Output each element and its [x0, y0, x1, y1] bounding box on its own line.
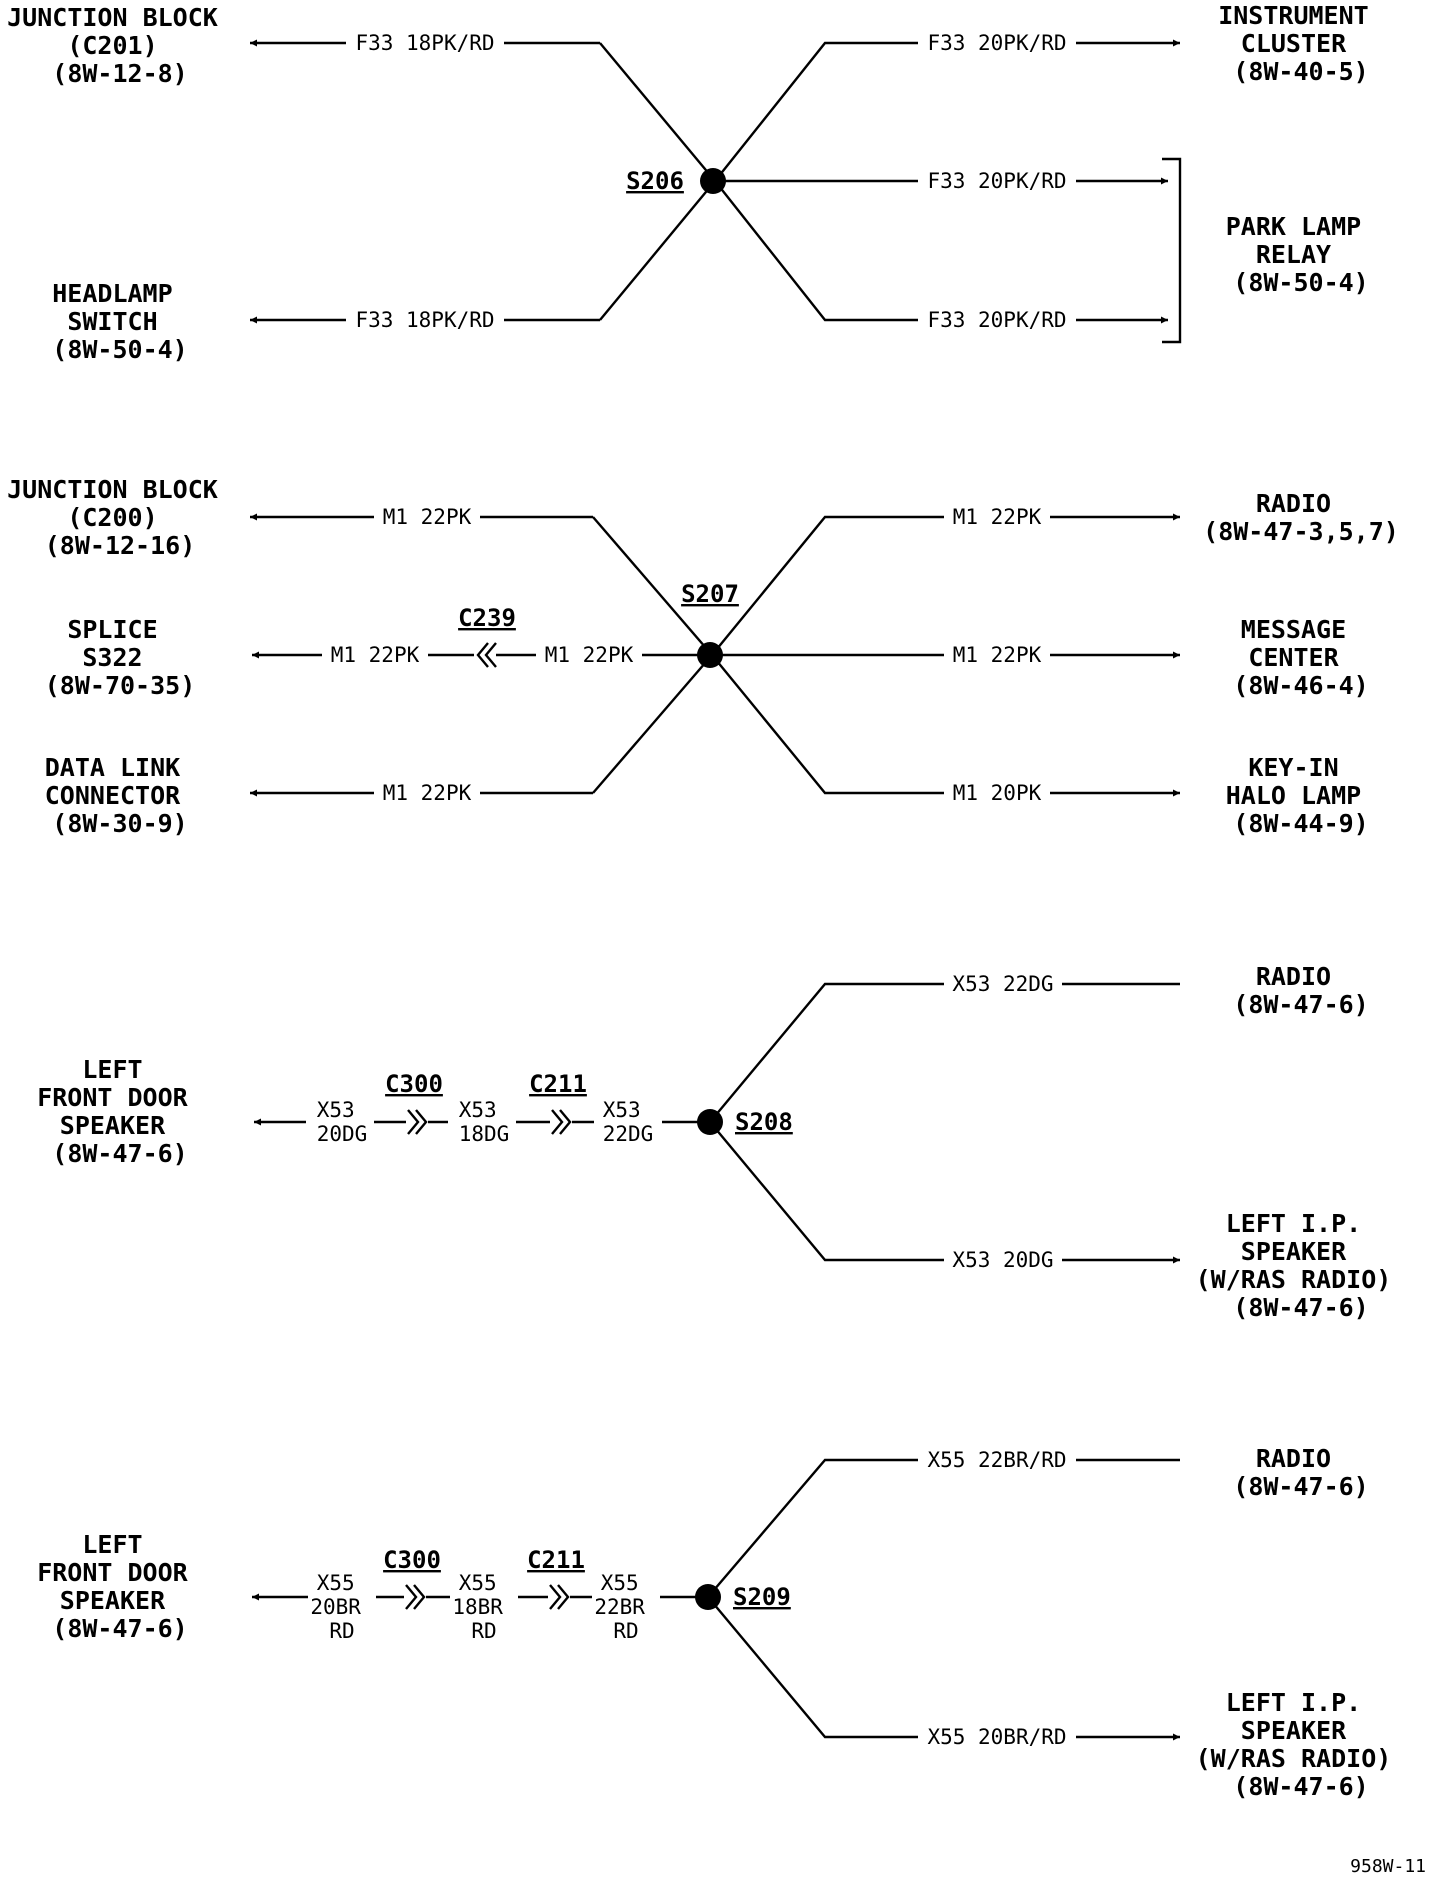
- wire-label: X53 20DG: [317, 1098, 368, 1146]
- wire-to-park-lamp-relay-2: [714, 180, 1168, 324]
- headlamp-switch-label: HEADLAMP SWITCH (8W-50-4): [52, 279, 187, 364]
- splice-dot: [697, 1109, 723, 1135]
- connector-c211-symbol: [549, 1584, 570, 1610]
- connector-c239-symbol: [476, 642, 497, 668]
- splice-group-s208: LEFT FRONT DOOR SPEAKER (8W-47-6) RADIO …: [37, 962, 1407, 1322]
- wire-label: X55 18BR RD: [452, 1571, 515, 1643]
- radio-label: RADIO (8W-47-6): [1233, 1444, 1368, 1501]
- connector-c300-label: C300: [383, 1546, 441, 1574]
- wire-to-instrument-cluster: [714, 39, 1180, 182]
- wire-label: M1 20PK: [953, 781, 1042, 805]
- splice-s206-label: S206: [626, 167, 684, 195]
- wire-label: F33 20PK/RD: [927, 169, 1066, 193]
- wire-label: X53 18DG: [459, 1098, 510, 1146]
- wire-label: F33 18PK/RD: [355, 31, 494, 55]
- wire-label: X53 22DG: [952, 972, 1053, 996]
- connector-c211-label: C211: [527, 1546, 585, 1574]
- message-center-label: MESSAGE CENTER (8W-46-4): [1233, 615, 1368, 700]
- wire-label: M1 22PK: [383, 505, 472, 529]
- connector-c211-label: C211: [529, 1070, 587, 1098]
- connector-c300-symbol: [405, 1584, 426, 1610]
- connector-c239-label: C239: [458, 604, 516, 632]
- wire-to-left-ip-speaker: [707, 1596, 1180, 1741]
- wire-label: F33 20PK/RD: [927, 31, 1066, 55]
- figure-reference: 958W-11: [1350, 1856, 1426, 1877]
- splice-group-s209: LEFT FRONT DOOR SPEAKER (8W-47-6) RADIO …: [37, 1444, 1407, 1801]
- junction-block-c201-label: JUNCTION BLOCK (C201) (8W-12-8): [7, 3, 233, 88]
- wire-label: X55 20BR/RD: [927, 1725, 1066, 1749]
- connector-c300-symbol: [407, 1109, 428, 1135]
- wire-diagonal: [592, 516, 713, 656]
- splice-s322-label: SPLICE S322 (8W-70-35): [45, 615, 196, 700]
- junction-block-c200-label: JUNCTION BLOCK (C200) (8W-12-16): [7, 475, 233, 560]
- splice-dot: [700, 168, 726, 194]
- wire-to-key-in-halo-lamp: [711, 654, 1180, 797]
- wire-label: X55 22BR RD: [594, 1571, 657, 1643]
- wire-from-radio: [709, 982, 1180, 1123]
- wire-to-radio: [711, 513, 1180, 656]
- wire-label: X53 22DG: [603, 1098, 654, 1146]
- left-ip-speaker-label: LEFT I.P. SPEAKER (W/RAS RADIO) (8W-47-6…: [1196, 1209, 1407, 1322]
- wire-label: M1 22PK: [331, 643, 420, 667]
- wire-from-radio: [707, 1458, 1180, 1598]
- park-lamp-relay-label: PARK LAMP RELAY (8W-50-4): [1226, 212, 1377, 297]
- instrument-cluster-label: INSTRUMENT CLUSTER (8W-40-5): [1218, 1, 1384, 86]
- wire-label: M1 22PK: [383, 781, 472, 805]
- wire-label: M1 22PK: [545, 643, 634, 667]
- splice-s207-label: S207: [681, 580, 739, 608]
- wire-label: M1 22PK: [953, 505, 1042, 529]
- data-link-connector-label: DATA LINK CONNECTOR (8W-30-9): [45, 753, 196, 838]
- wire-diagonal: [599, 42, 716, 182]
- connector-c300-label: C300: [385, 1070, 443, 1098]
- radio-label: RADIO (8W-47-3,5,7): [1203, 489, 1399, 546]
- connector-c211-symbol: [551, 1109, 572, 1135]
- splice-s208-label: S208: [735, 1108, 793, 1136]
- splice-s209-label: S209: [733, 1583, 791, 1611]
- left-front-door-speaker-label: LEFT FRONT DOOR SPEAKER (8W-47-6): [37, 1055, 203, 1168]
- park-lamp-relay-bracket: [1162, 157, 1182, 344]
- wire-diagonal: [592, 654, 713, 794]
- splice-group-s207: JUNCTION BLOCK (C200) (8W-12-16) SPLICE …: [7, 475, 1399, 838]
- left-ip-speaker-label: LEFT I.P. SPEAKER (W/RAS RADIO) (8W-47-6…: [1196, 1688, 1407, 1801]
- wire-label: X55 22BR/RD: [927, 1448, 1066, 1472]
- splice-dot: [697, 642, 723, 668]
- splice-group-s206: JUNCTION BLOCK (C201) (8W-12-8) HEADLAMP…: [7, 1, 1384, 364]
- wire-label: M1 22PK: [953, 643, 1042, 667]
- wire-label: F33 18PK/RD: [355, 308, 494, 332]
- wire-to-left-ip-speaker: [709, 1121, 1180, 1264]
- left-front-door-speaker-label: LEFT FRONT DOOR SPEAKER (8W-47-6): [37, 1530, 203, 1643]
- radio-label: RADIO (8W-47-6): [1233, 962, 1368, 1019]
- key-in-halo-lamp-label: KEY-IN HALO LAMP (8W-44-9): [1226, 753, 1377, 838]
- wire-label: F33 20PK/RD: [927, 308, 1066, 332]
- wire-label: X53 20DG: [952, 1248, 1053, 1272]
- splice-dot: [695, 1584, 721, 1610]
- wire-diagonal: [599, 180, 716, 321]
- wire-label: X55 20BR RD: [310, 1571, 373, 1643]
